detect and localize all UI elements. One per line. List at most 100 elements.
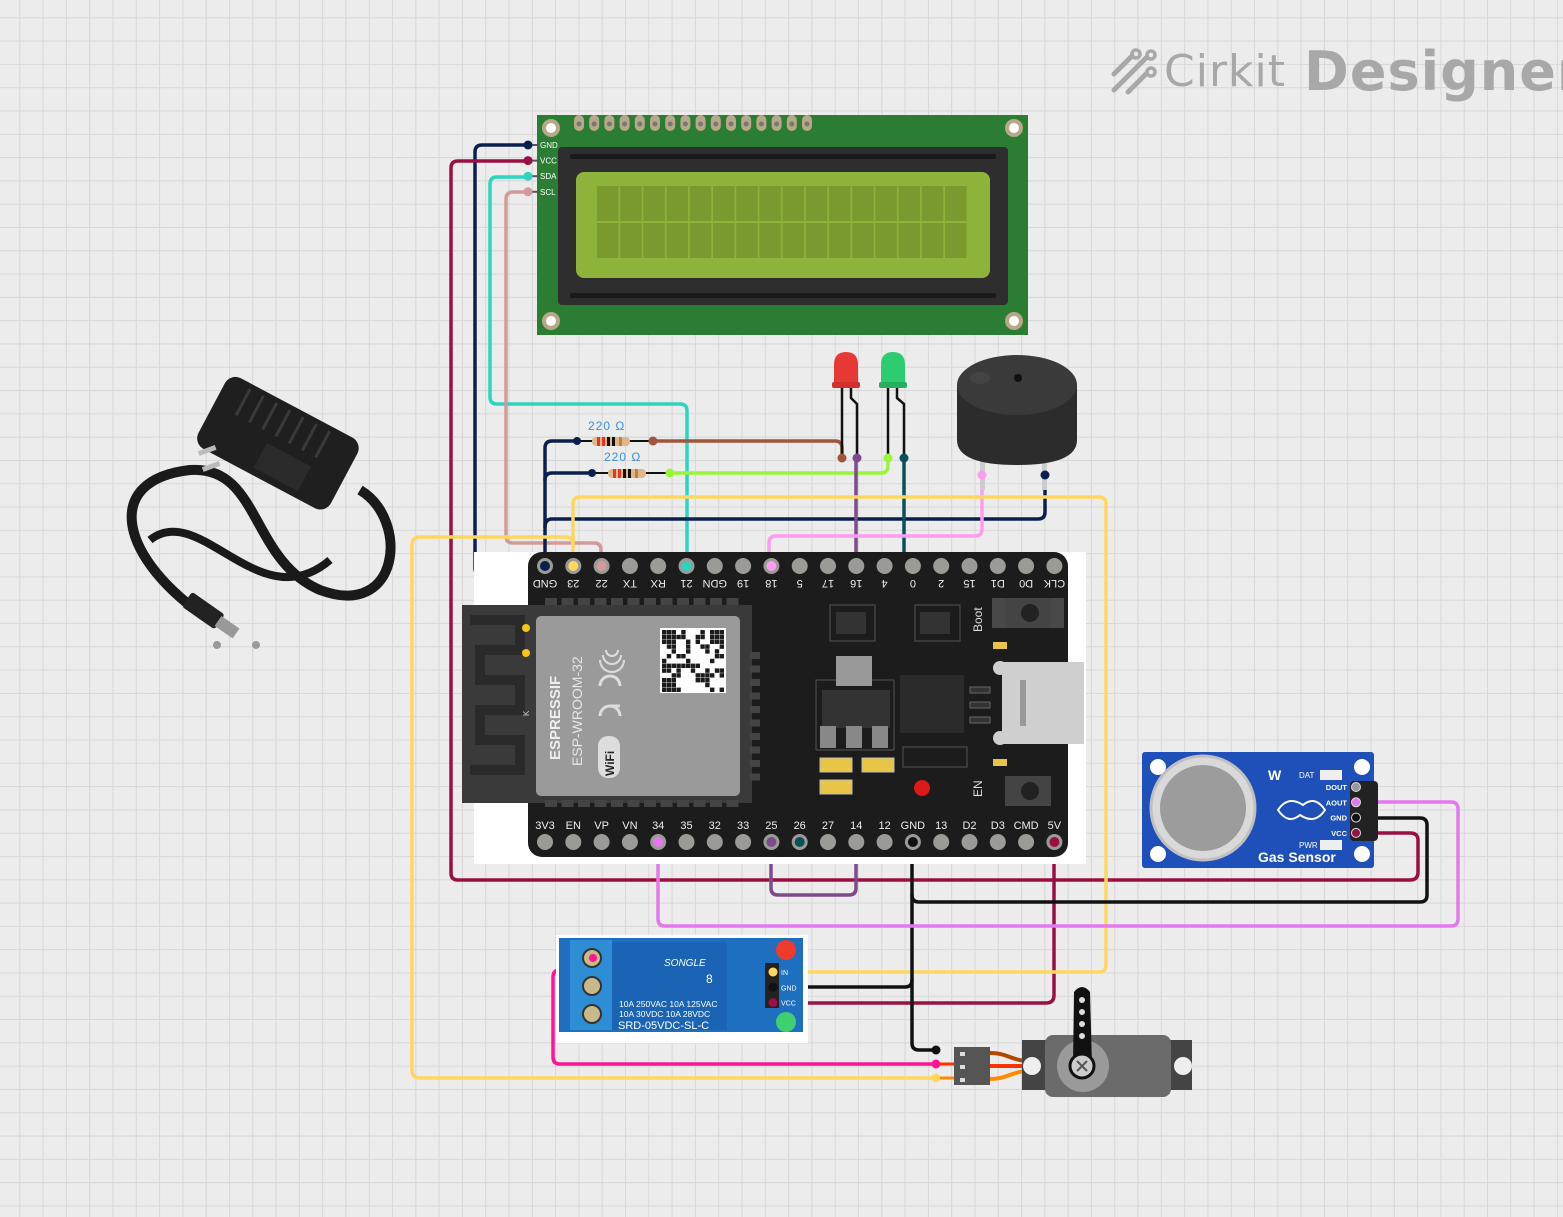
resistor-2-label: 220 Ω <box>604 450 641 464</box>
lcd-cell <box>852 223 874 258</box>
wire-resistor-gnd[interactable] <box>543 439 579 568</box>
esp32-pin-top-5[interactable] <box>791 558 808 574</box>
wire-servo-signal[interactable] <box>410 535 938 1080</box>
wire-gnd-bus[interactable] <box>910 840 938 1052</box>
adapter-pin[interactable] <box>252 641 260 649</box>
led-red[interactable] <box>832 352 862 463</box>
relay-rating-2: 10A 30VDC 10A 28VDC <box>619 1009 710 1019</box>
esp32-pin-bottom-vp[interactable] <box>593 834 610 850</box>
esp32-pin-label: 15 <box>963 577 975 589</box>
lcd-cell <box>689 223 712 258</box>
servo-connector <box>954 1047 990 1085</box>
servo-motor[interactable] <box>931 987 1193 1097</box>
esp32-pin-top-19[interactable] <box>735 558 752 574</box>
lcd-cell <box>782 223 805 258</box>
gas-sensor-pin-aout[interactable] <box>1351 797 1361 808</box>
esp32-pin-bottom-3v3[interactable] <box>537 834 553 850</box>
adapter-pin[interactable] <box>213 641 221 649</box>
esp32-pin-top-2[interactable] <box>933 558 950 574</box>
esp32-pin-bottom-vn[interactable] <box>621 834 638 850</box>
led-green[interactable] <box>879 352 909 463</box>
wire-lcd-gnd[interactable] <box>473 143 546 577</box>
wire-relay-in[interactable] <box>571 495 1108 974</box>
wire-sensor-aout[interactable] <box>656 800 1460 928</box>
lcd-pin-label: VCC <box>540 157 557 166</box>
power-adapter[interactable] <box>126 373 396 649</box>
wire-buzzer-gnd[interactable] <box>543 473 1047 529</box>
resistor-2[interactable]: 220 Ω <box>588 450 675 478</box>
lcd-cell <box>689 186 712 221</box>
esp32-pin-bottom-14[interactable] <box>848 834 865 850</box>
esp32-pin-label: GND <box>533 577 558 589</box>
boot-button[interactable] <box>992 598 1064 628</box>
wire-lcd-vcc[interactable] <box>449 159 1420 882</box>
wire-buzzer-signal[interactable] <box>767 473 984 568</box>
esp32-pin-bottom-en[interactable] <box>565 834 582 850</box>
lcd-pin-scl[interactable] <box>523 187 533 197</box>
micro-usb-port[interactable] <box>1002 662 1084 744</box>
en-button[interactable] <box>1005 776 1051 806</box>
wire-relay-gnd[interactable] <box>771 978 914 989</box>
esp32-pin-label: 14 <box>850 820 862 832</box>
brand-cirkit: Cirkit <box>1164 46 1286 97</box>
wire-resistor2-gnd[interactable] <box>543 471 594 482</box>
gas-sensor-pin-gnd[interactable] <box>1351 812 1361 823</box>
waveshare-logo: W <box>1268 767 1282 783</box>
esp32-pin-bottom-d2[interactable] <box>961 834 978 850</box>
wire-red-led-pin[interactable] <box>769 456 858 897</box>
relay-pin-gnd[interactable] <box>768 982 778 992</box>
resistor-1[interactable]: 220 Ω <box>573 419 658 446</box>
wire-5v-drop[interactable] <box>771 840 1056 1005</box>
relay-pin-vcc[interactable] <box>768 998 778 1008</box>
relay-module[interactable]: SONGLE 8 10A 250VAC 10A 125VAC 10A 30VDC… <box>556 935 808 1043</box>
lcd-pin-gnd[interactable] <box>523 140 533 150</box>
gas-sensor-pin-dout[interactable] <box>1351 782 1361 792</box>
esp32-pin-bottom-35[interactable] <box>678 834 695 850</box>
relay-pin-in[interactable] <box>768 967 778 977</box>
esp32-pin-top-17[interactable] <box>820 558 836 574</box>
esp32-pin-bottom-27[interactable] <box>820 834 836 850</box>
esp32-pin-top-15[interactable] <box>961 558 978 574</box>
lcd-cell <box>713 223 735 258</box>
lcd-pin-vcc[interactable] <box>523 156 533 166</box>
piezo-buzzer[interactable] <box>957 355 1077 490</box>
wire-lcd-sda[interactable] <box>488 175 689 568</box>
en-label: EN <box>971 780 985 797</box>
esp32-pin-bottom-cmd[interactable] <box>1018 834 1035 850</box>
esp32-pin-top-d0[interactable] <box>1018 558 1035 574</box>
esp32-pin-top-gdn[interactable] <box>706 558 723 574</box>
esp32-pin-label: 21 <box>680 577 692 589</box>
esp32-board[interactable]: K ESPRESSIF ESP-WROOM-32 WiFi Boot <box>462 552 1086 864</box>
lcd-pin-label: SCL <box>540 188 556 197</box>
esp32-pin-bottom-12[interactable] <box>876 834 893 850</box>
esp32-pin-top-16[interactable] <box>848 558 865 574</box>
esp32-pin-label: 19 <box>737 577 749 589</box>
wire-green-led[interactable] <box>668 456 890 475</box>
wire-sensor-gnd[interactable] <box>910 816 1429 904</box>
esp32-pin-bottom-13[interactable] <box>933 834 950 850</box>
esp32-pin-top-d1[interactable] <box>989 558 1006 574</box>
esp32-pin-top-rx[interactable] <box>650 558 667 574</box>
relay-pin-label: IN <box>781 970 788 977</box>
esp32-pin-top-0[interactable] <box>904 558 921 574</box>
relay-cert: 8 <box>706 972 713 986</box>
lcd-pin-label: SDA <box>540 172 557 181</box>
gas-sensor-pin-vcc[interactable] <box>1351 827 1361 838</box>
wire-red-led[interactable] <box>651 439 844 460</box>
esp32-pin-bottom-32[interactable] <box>706 834 723 850</box>
esp32-pin-bottom-33[interactable] <box>735 834 752 850</box>
esp32-pin-label: 0 <box>910 577 916 589</box>
wire-lcd-scl[interactable] <box>504 190 603 568</box>
esp32-pin-bottom-d3[interactable] <box>989 834 1006 850</box>
lcd-pin-sda[interactable] <box>523 171 533 181</box>
esp32-pin-top-tx[interactable] <box>621 558 638 574</box>
esp32-pin-label: CLK <box>1043 577 1065 589</box>
esp32-pin-top-clk[interactable] <box>1046 558 1063 574</box>
esp32-pin-top-4[interactable] <box>876 558 893 574</box>
esp32-pin-label: TX <box>622 577 637 589</box>
esp32-pin-label: 23 <box>567 577 579 589</box>
relay-power-led <box>776 940 796 960</box>
